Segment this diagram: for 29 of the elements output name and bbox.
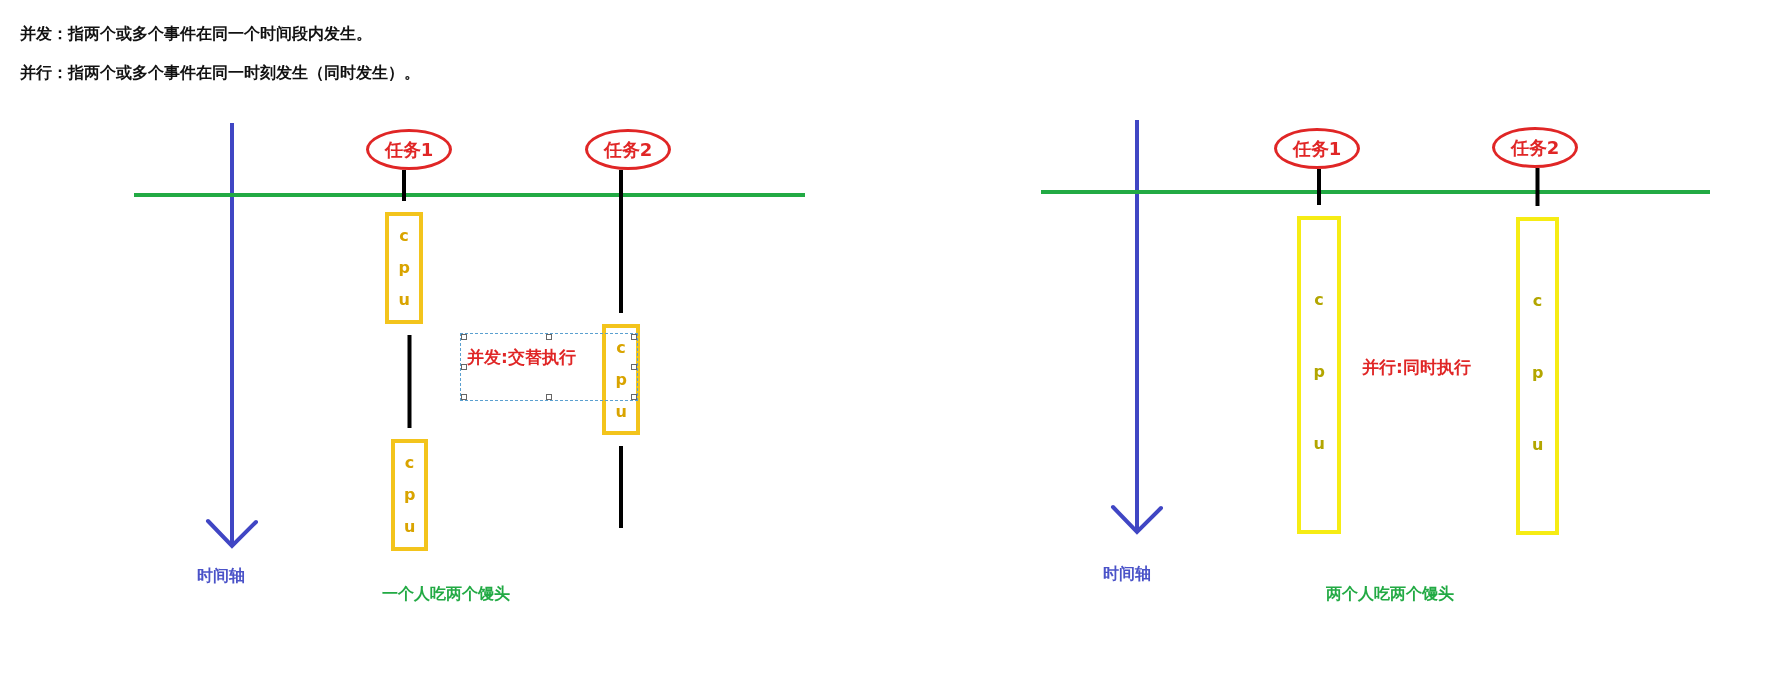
connector-line: [407, 335, 412, 428]
axis-label: 时间轴: [1103, 564, 1151, 585]
cpu-label: c p u: [1313, 289, 1325, 455]
axis-label: 时间轴: [197, 566, 245, 587]
caption-text: 一个人吃两个馒头: [382, 584, 510, 605]
selection-box: [460, 333, 638, 401]
definition-text: 并行：指两个或多个事件在同一时刻发生（同时发生）。: [20, 63, 420, 84]
task-label: 任务1: [384, 137, 434, 162]
connector-line: [1535, 168, 1540, 206]
connector-line: [619, 170, 623, 313]
caption-text: 两个人吃两个馒头: [1326, 584, 1454, 605]
cpu-label: c p u: [403, 452, 416, 538]
cpu-box: [385, 212, 423, 324]
connector-line: [1317, 169, 1321, 205]
connector-line: [619, 446, 623, 528]
annotation-text: 并行:同时执行: [1362, 356, 1471, 379]
connector-line: [402, 170, 406, 201]
cpu-box: [391, 439, 428, 551]
cpu-label: c p u: [615, 337, 627, 423]
task-label: 任务1: [1292, 136, 1342, 161]
cpu-box: [1297, 216, 1341, 534]
task-label: 任务2: [603, 137, 653, 162]
cpu-label: c p u: [398, 225, 410, 311]
cpu-label: c p u: [1531, 290, 1544, 456]
task-label: 任务2: [1510, 135, 1560, 160]
cpu-box: [602, 324, 640, 435]
cpu-box: [1516, 217, 1559, 535]
annotation-text: 并发:交替执行: [467, 346, 576, 369]
definition-text: 并发：指两个或多个事件在同一个时间段内发生。: [20, 24, 372, 45]
